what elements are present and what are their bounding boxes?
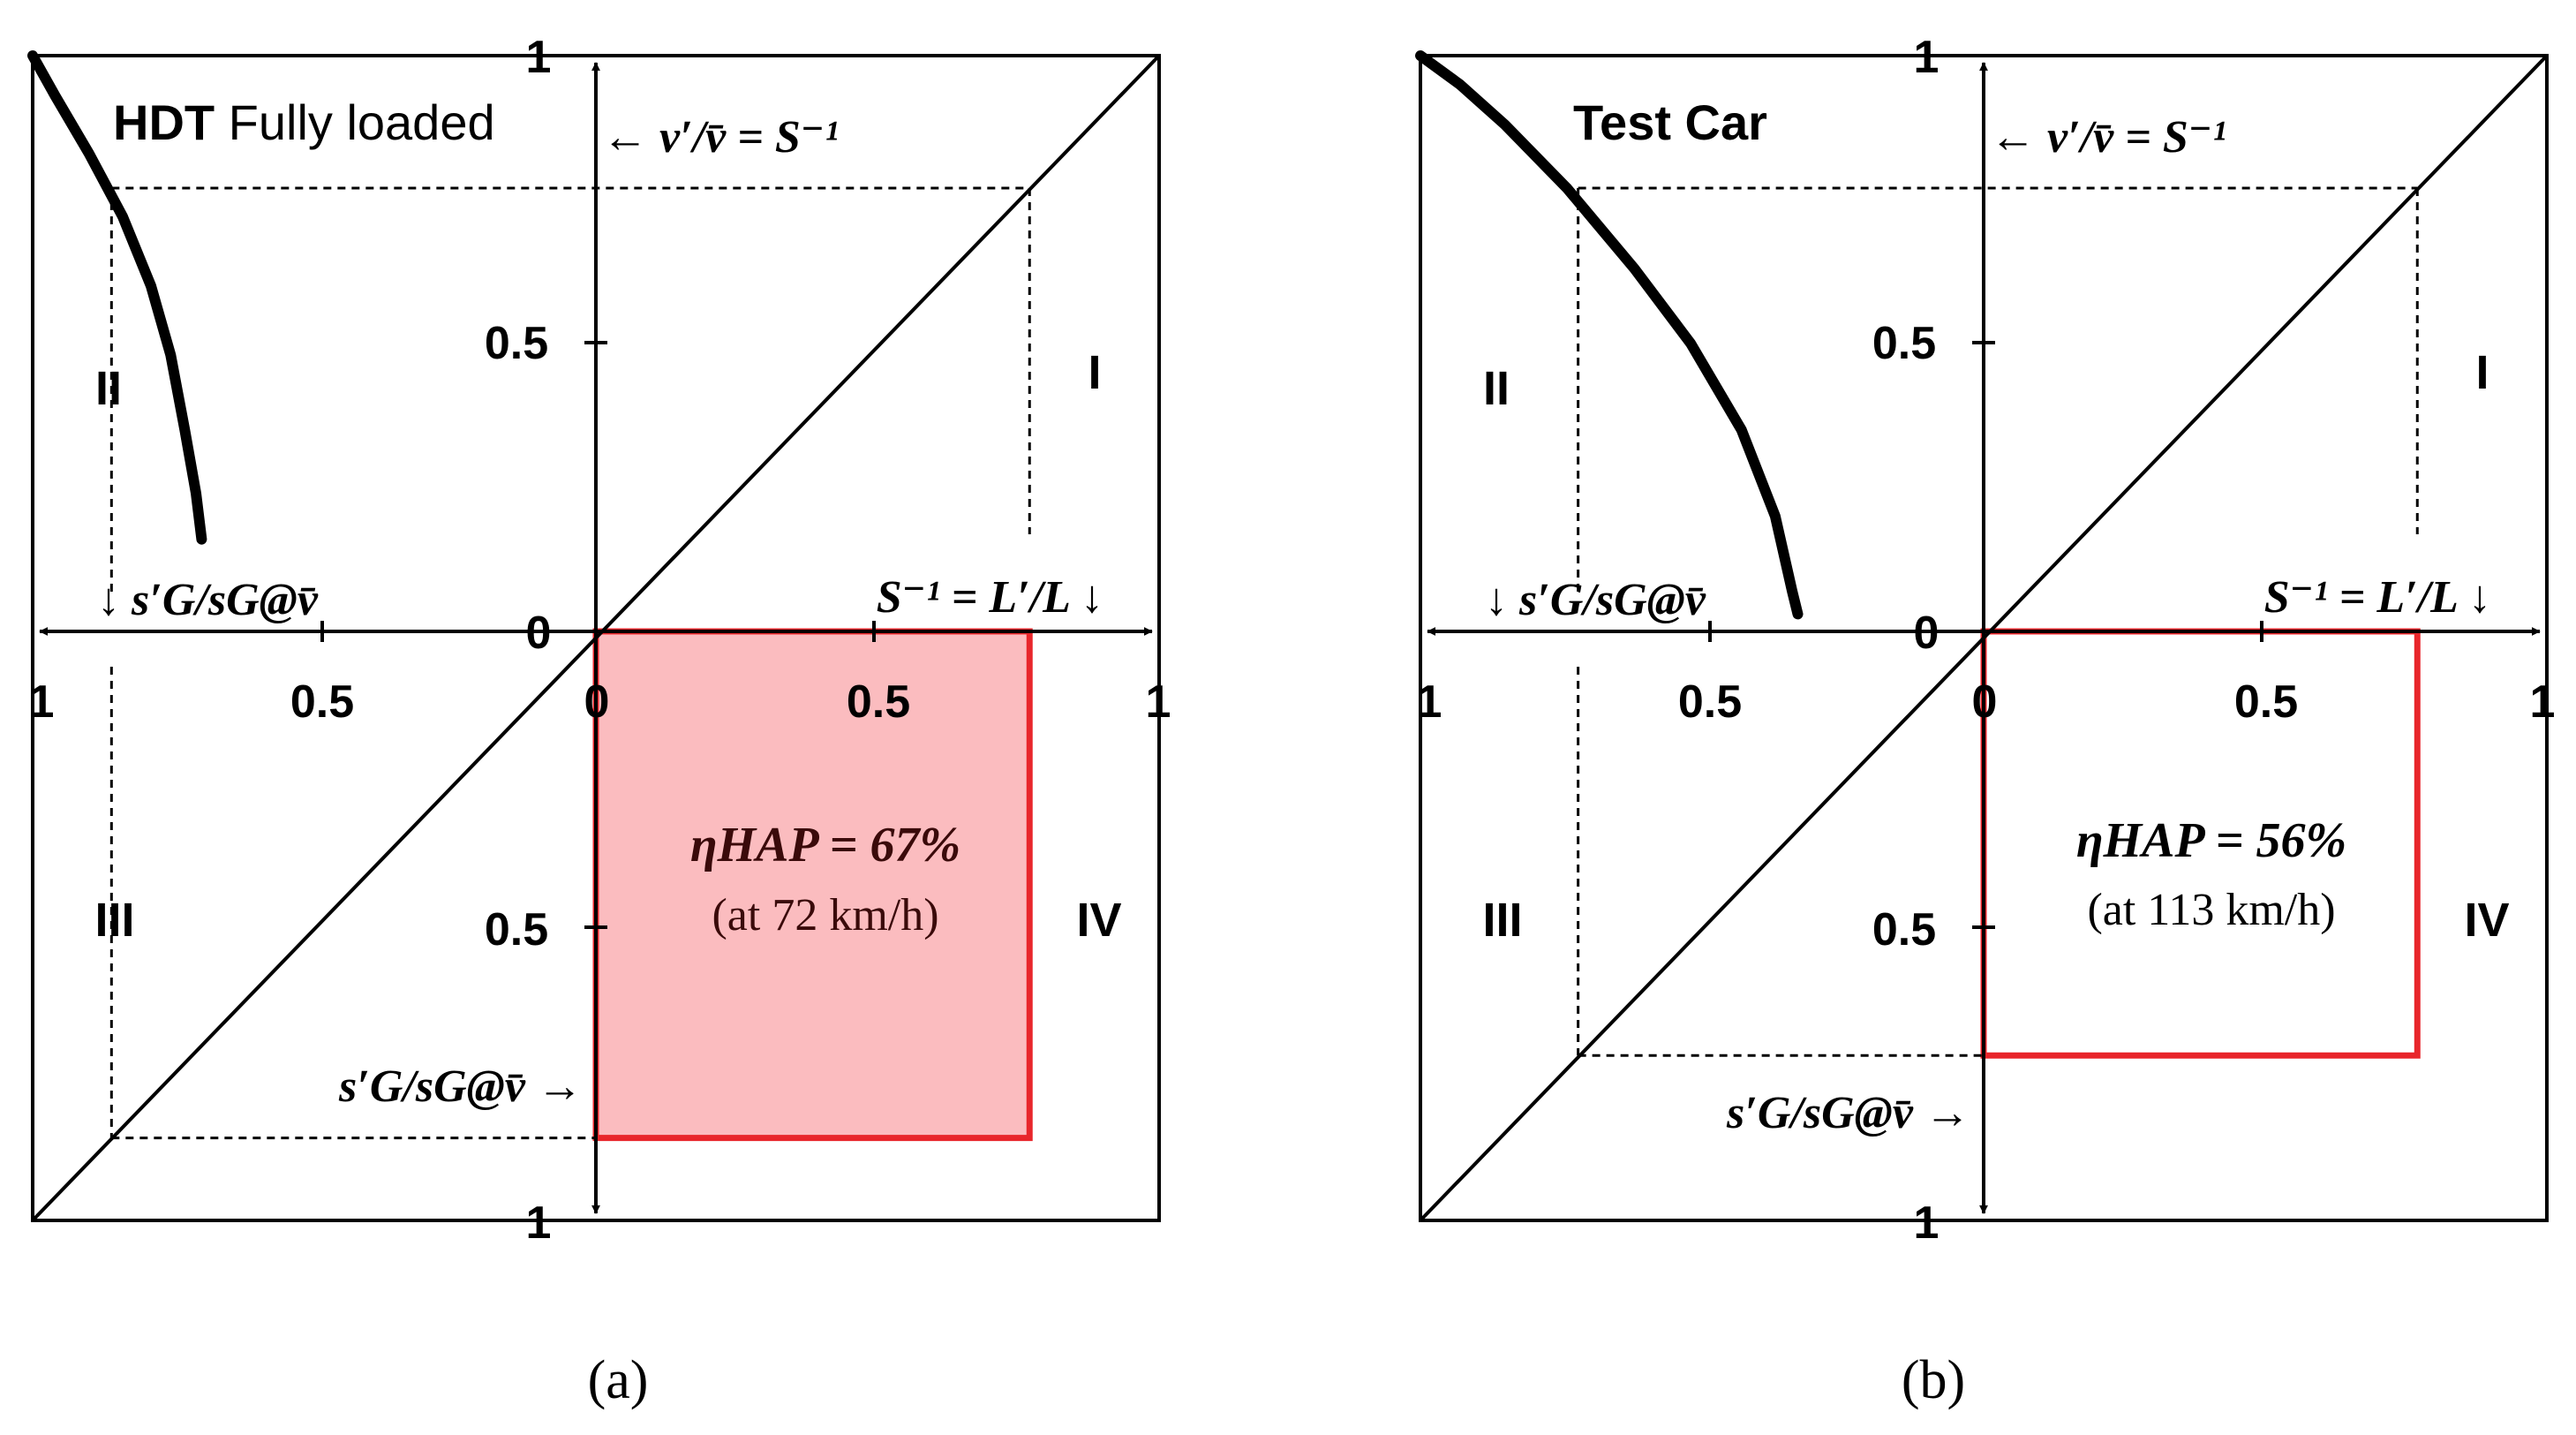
speed-label: (at 113 km/h) — [2087, 885, 2335, 935]
panel-a: 1 0.5 0 1 0.5 0 0.5 1 0.5 1 HDT Fully lo… — [27, 32, 1171, 1410]
quadrant-label-iii: III — [94, 894, 134, 947]
tick-label-bottom: 1 — [526, 1197, 552, 1249]
caption-a: (a) — [588, 1350, 649, 1410]
tick-label-top: 1 — [1914, 32, 1940, 83]
spacing-ratio-left-label: ↓ s′G/sG@v̄ — [1485, 575, 1706, 625]
spacing-ratio-bottom-label: s′G/sG@v̄ → — [338, 1061, 583, 1112]
speed-label: (at 72 km/h) — [712, 890, 938, 940]
quadrant-label-iv: IV — [1076, 894, 1121, 947]
velocity-ratio-label: ← v′/v̄ = S⁻¹ — [1990, 112, 2226, 162]
caption-b: (b) — [1902, 1350, 1965, 1410]
quadrant-label-i: I — [2475, 346, 2489, 399]
quadrant-label-iv: IV — [2464, 894, 2509, 947]
quadrant-label-iii: III — [1482, 894, 1522, 947]
panel-title: HDT Fully loaded — [113, 94, 495, 150]
inverse-ratio-label: S⁻¹ = L′/L ↓ — [2264, 572, 2491, 623]
panel-title-normal: Fully loaded — [215, 94, 495, 150]
panel-title-bold: Test Car — [1573, 94, 1767, 150]
outer-frame — [31, 54, 1161, 1222]
efficiency-rectangle — [592, 628, 1033, 1142]
quadrant-label-i: I — [1088, 346, 1101, 399]
tick-label-zero: 0 — [526, 608, 552, 659]
tick-label-top: 1 — [526, 32, 552, 83]
tick-label-right-one: 1 — [1146, 676, 1171, 728]
tick-label-right-half: 0.5 — [2234, 676, 2298, 728]
efficiency-label: ηHAP = 56% — [2076, 813, 2346, 868]
inverse-ratio-label: S⁻¹ = L′/L ↓ — [877, 572, 1103, 623]
efficiency-label: ηHAP = 67% — [690, 818, 960, 872]
tick-label-right-one: 1 — [2530, 676, 2556, 728]
tick-label-bot-half: 0.5 — [1872, 904, 1936, 955]
tick-label-left-one: 1 — [29, 676, 55, 728]
velocity-ratio-label: ← v′/v̄ = S⁻¹ — [602, 112, 839, 162]
tick-label-mid-pos: 0.5 — [1872, 318, 1936, 369]
tick-label-mid-pos: 0.5 — [485, 318, 548, 369]
panel-title: Test Car — [1573, 94, 1767, 150]
tick-label-right-zero: 0 — [584, 676, 610, 728]
tick-label-bottom: 1 — [1914, 1197, 1940, 1249]
construction-lines — [1577, 186, 2419, 1057]
tick-label-right-zero: 0 — [1972, 676, 1998, 728]
panel-title-bold: HDT — [113, 94, 215, 150]
tick-label-left-half: 0.5 — [290, 676, 354, 728]
quadrant-label-ii: II — [95, 362, 122, 415]
quadrant-label-ii: II — [1483, 362, 1510, 415]
tick-label-bot-half: 0.5 — [485, 904, 548, 955]
efficiency-curve — [27, 50, 207, 545]
panel-b: 1 0.5 0 1 0.5 0 0.5 1 0.5 1 Test Car I I… — [1415, 32, 2556, 1410]
efficiency-curve — [1415, 50, 1804, 620]
tick-label-zero: 0 — [1914, 608, 1940, 659]
tick-label-left-half: 0.5 — [1678, 676, 1742, 728]
spacing-ratio-left-label: ↓ s′G/sG@v̄ — [97, 575, 319, 625]
tick-label-right-half: 0.5 — [847, 676, 910, 728]
spacing-ratio-bottom-label: s′G/sG@v̄ → — [1726, 1088, 1970, 1138]
outer-frame — [1419, 54, 2549, 1222]
construction-lines — [109, 186, 1031, 1140]
tick-label-left-one: 1 — [1417, 676, 1442, 728]
